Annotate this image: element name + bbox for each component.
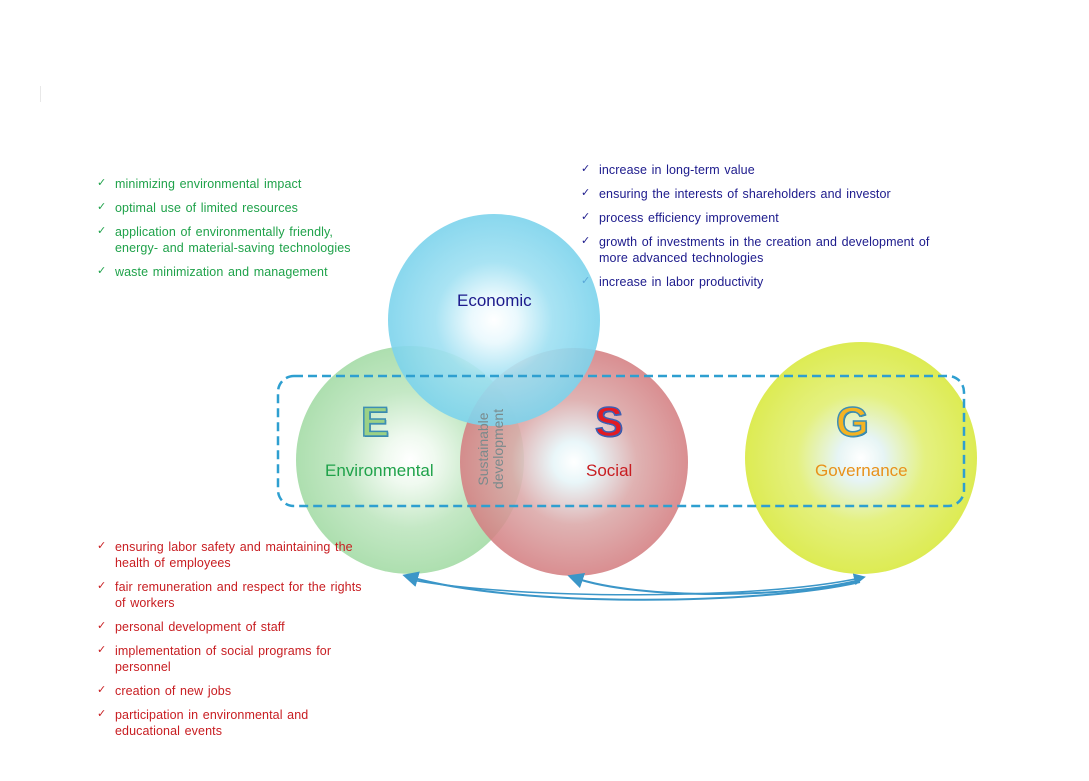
list-item: ✓creation of new jobs [97, 684, 232, 698]
corner-mark [40, 86, 41, 102]
list-item: ✓ensuring the interests of shareholders … [581, 187, 891, 201]
social-list: ✓ensuring labor safety and maintaining t… [97, 539, 362, 747]
check-icon: ✓ [97, 201, 107, 213]
check-icon: ✓ [97, 225, 107, 237]
check-icon: ✓ [97, 684, 107, 696]
list-item: ✓fair remuneration and respect for the r… [97, 580, 362, 610]
governance-circle [745, 342, 977, 574]
check-icon: ✓ [97, 644, 107, 656]
check-icon: ✓ [97, 620, 107, 632]
economic-circle [388, 214, 600, 426]
governance-label: Governance [815, 461, 908, 480]
check-icon: ✓ [581, 187, 591, 199]
check-icon: ✓ [97, 708, 107, 720]
list-item: ✓optimal use of limited resources [97, 201, 298, 215]
check-icon: ✓ [581, 211, 591, 223]
arrow-governance-to-environmental [402, 571, 861, 601]
check-icon: ✓ [581, 275, 591, 287]
social-label: Social [586, 461, 633, 480]
check-icon: ✓ [581, 235, 591, 247]
check-icon: ✓ [97, 540, 107, 552]
list-item: ✓process efficiency improvement [581, 211, 779, 225]
list-item: ✓application of environmentally friendly… [97, 225, 351, 255]
governance-letter: G [835, 398, 869, 445]
social-letter: S [594, 398, 624, 445]
list-item: ✓ waste minimization and management [97, 265, 328, 279]
list-item: ✓personal development of staff [97, 620, 285, 634]
list-item: ✓participation in environmental and educ… [97, 708, 309, 738]
environmental-list: ✓minimizing environmental impact ✓optima… [97, 176, 351, 288]
sustainable-development-line2: development [490, 408, 506, 490]
list-item: ✓implementation of social programs for p… [97, 644, 332, 674]
economic-label: Economic [457, 291, 532, 310]
arrow-back [411, 573, 866, 596]
sustainable-development-label: Sustainable development [475, 408, 506, 490]
environmental-letter: E [360, 398, 390, 445]
economic-list: ✓increase in long-term value ✓ensuring t… [581, 162, 929, 298]
esg-dashed-frame [276, 374, 966, 508]
list-item: ✓increase in labor productivity [581, 275, 764, 289]
list-item: ✓minimizing environmental impact [97, 177, 302, 191]
list-item: ✓increase in long-term value [581, 163, 755, 177]
list-item: ✓ensuring labor safety and maintaining t… [97, 540, 353, 570]
list-item: ✓growth of investments in the creation a… [581, 235, 930, 265]
check-icon: ✓ [581, 163, 591, 175]
check-icon: ✓ [97, 580, 107, 592]
sustainable-development-line1: Sustainable [475, 412, 491, 486]
check-icon: ✓ [97, 177, 107, 189]
environmental-label: Environmental [325, 461, 434, 480]
arrow-governance-to-social [567, 572, 861, 595]
check-icon: ✓ [97, 265, 107, 277]
